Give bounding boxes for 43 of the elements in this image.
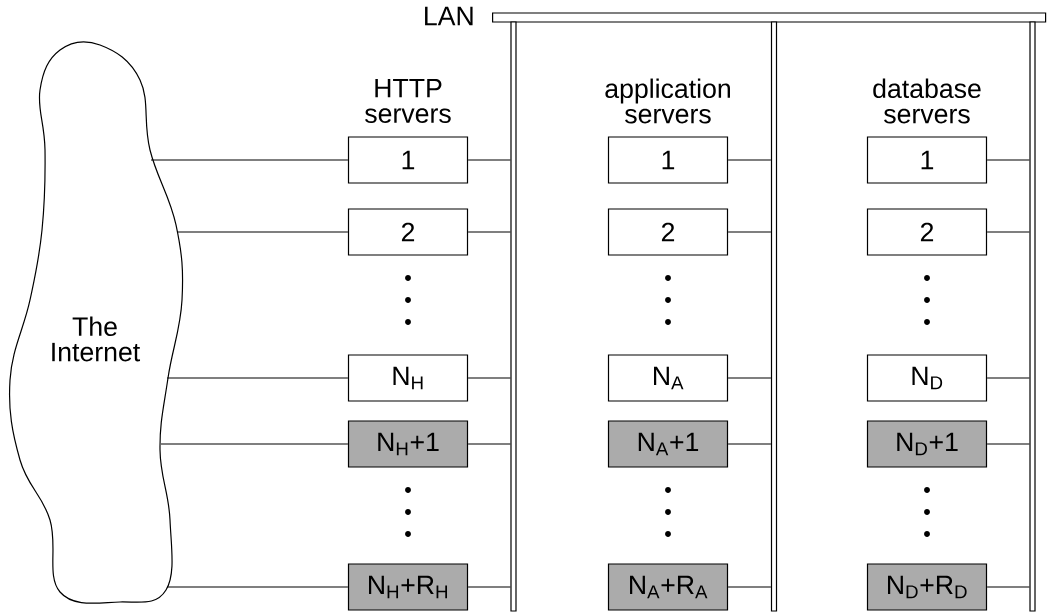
server-box: N$_{D}$ bbox=[866, 354, 988, 402]
column-heading: database servers bbox=[873, 78, 981, 124]
connector-line bbox=[727, 377, 772, 379]
server-box: 1 bbox=[866, 136, 988, 184]
lan-rail bbox=[510, 21, 517, 612]
spare-server-box: N$_{D}$+1 bbox=[866, 420, 988, 468]
lan-rail bbox=[770, 21, 778, 612]
connector-line bbox=[160, 443, 349, 445]
server-box: 2 bbox=[347, 208, 469, 256]
connector-line bbox=[467, 586, 511, 588]
lan-rail bbox=[1029, 21, 1036, 612]
server-box: N$_{H}$ bbox=[347, 354, 469, 402]
connector-line bbox=[727, 231, 772, 233]
connector-line bbox=[150, 159, 349, 161]
connector-line bbox=[467, 159, 511, 161]
connector-line bbox=[467, 443, 511, 445]
connector-line bbox=[727, 159, 772, 161]
spare-server-box: N$_{A}$+R$_{A}$ bbox=[607, 563, 729, 611]
spare-server-box: N$_{H}$+1 bbox=[347, 420, 469, 468]
connector-line bbox=[986, 159, 1030, 161]
connector-line bbox=[986, 377, 1030, 379]
connector-line bbox=[986, 586, 1030, 588]
connector-line bbox=[727, 443, 772, 445]
connector-line bbox=[166, 377, 349, 379]
connector-line bbox=[467, 377, 511, 379]
server-box: 2 bbox=[607, 208, 729, 256]
connector-line bbox=[986, 231, 1030, 233]
connector-line bbox=[176, 231, 349, 233]
server-box: 2 bbox=[866, 208, 988, 256]
connector-line bbox=[166, 586, 349, 588]
spare-server-box: N$_{A}$+1 bbox=[607, 420, 729, 468]
node-label: LAN bbox=[425, 6, 473, 26]
lan-bus: LAN bbox=[425, 6, 1047, 26]
column-heading: HTTP servers bbox=[365, 79, 451, 123]
server-box: 1 bbox=[347, 136, 469, 184]
server-box: N$_{A}$ bbox=[607, 354, 729, 402]
spare-server-box: N$_{H}$+R$_{H}$ bbox=[347, 563, 469, 611]
column-heading: application servers bbox=[605, 78, 730, 124]
server-box: 1 bbox=[607, 136, 729, 184]
spare-server-box: N$_{D}$+R$_{D}$ bbox=[866, 563, 988, 611]
connector-line bbox=[727, 586, 772, 588]
connector-line bbox=[986, 443, 1030, 445]
connector-line bbox=[467, 231, 511, 233]
